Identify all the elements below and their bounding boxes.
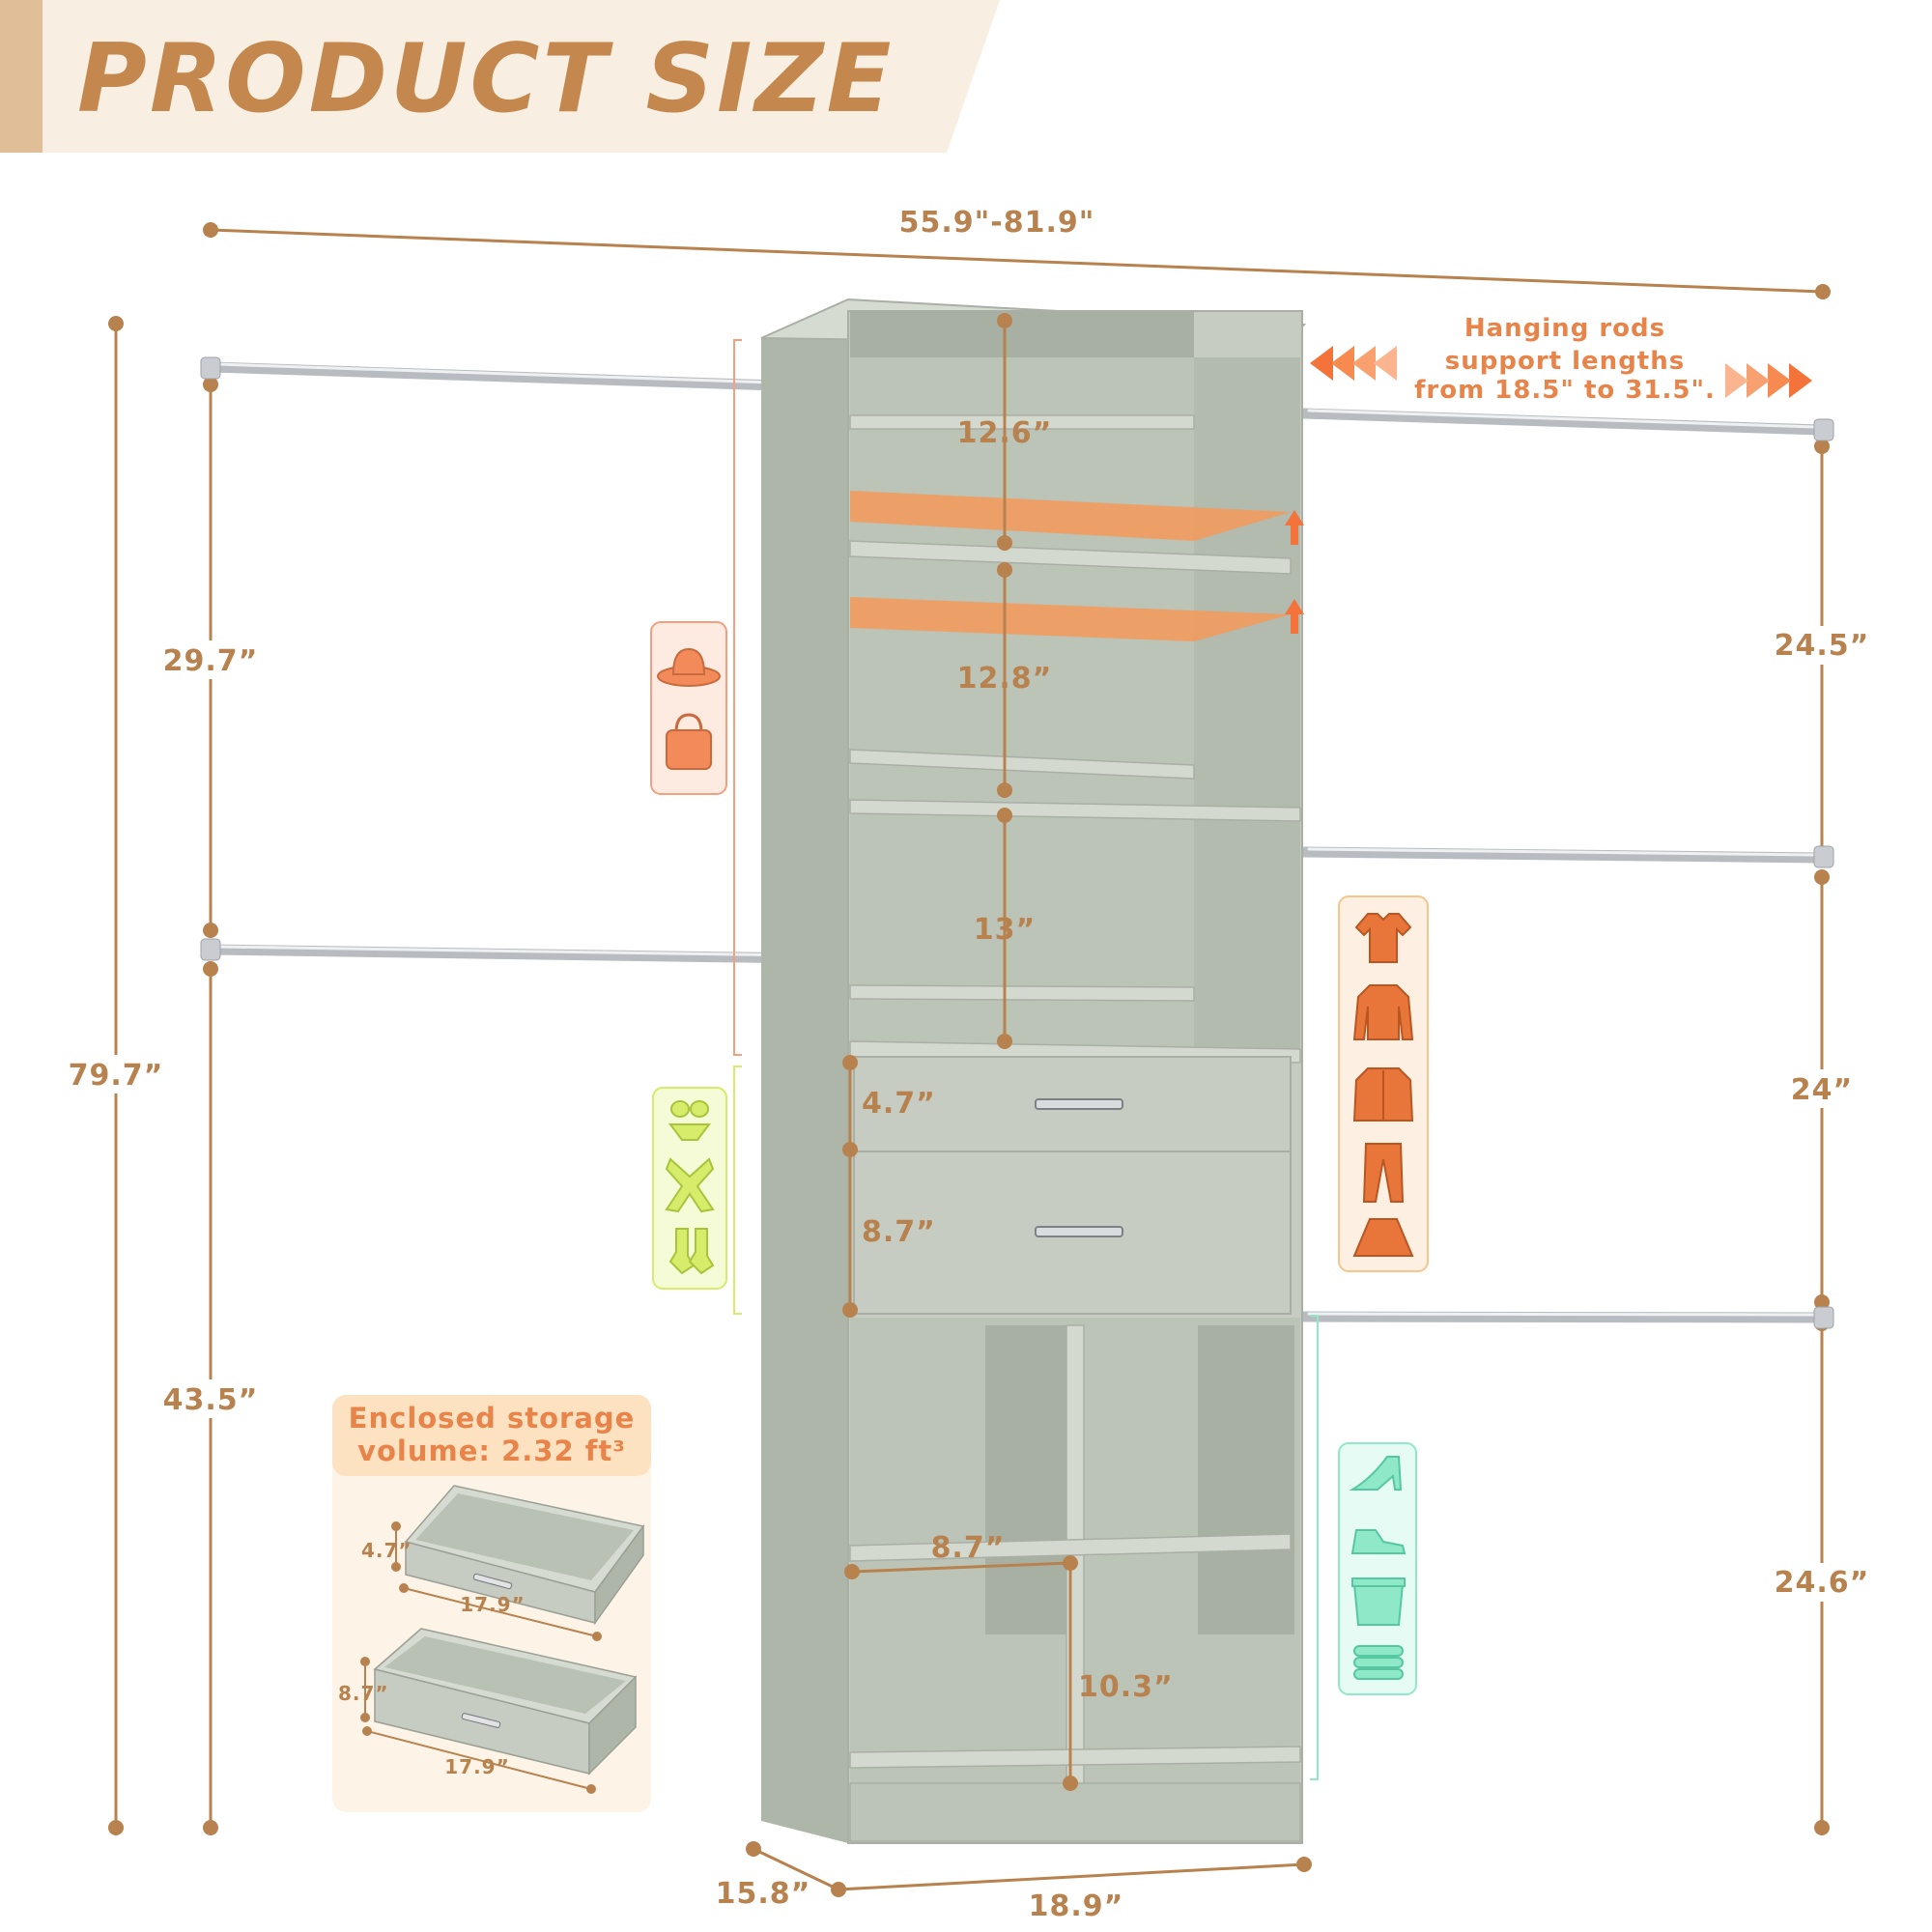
large-drawer-width-label: 17.9” [444,1755,510,1778]
shirt-icon [1352,984,1414,1040]
header-banner: PRODUCT SIZE [0,0,1000,153]
storage-bin-icon [1351,1577,1406,1626]
shelf-3-label: 13” [974,913,1036,947]
skirt-icon [1352,1218,1414,1257]
total-width-dimension: 55.9"-81.9" [203,206,1831,299]
right-lower-rod [1298,1306,1834,1329]
cube-bracket [1310,1315,1319,1780]
socks-icon [668,1228,715,1275]
drawer-items-icon-panel [652,1087,727,1290]
right-top-label: 24.5” [1775,629,1870,663]
page-title: PRODUCT SIZE [77,24,894,134]
tower-side-panel [761,299,848,1843]
shelf-1-label: 12.6” [957,416,1053,450]
hanging-items-icon-panel [1338,895,1429,1272]
cube-height-label: 10.3” [1078,1670,1174,1704]
right-bottom-label: 24.6” [1775,1566,1870,1600]
pants-icon [1362,1143,1405,1203]
drawer-2-label: 8.7” [862,1215,936,1249]
drawer-bracket [733,1065,742,1315]
depth-label: 15.8” [716,1877,811,1911]
left-upper-rod [200,356,816,399]
enclosed-storage-panel: Enclosed storage volume: 2.32 ft³ 4.7” 1… [332,1395,651,1812]
right-middle-label: 24” [1791,1073,1853,1107]
inner-dimensions: 12.6” 12.8” 13” 4.7” 8.7” 8.7” 10.3” [842,313,1174,1791]
right-middle-rod [1298,845,1834,868]
storage-title-line2: volume: 2.32 ft³ [357,1435,626,1467]
total-width-label: 55.9"-81.9" [899,206,1095,240]
drawer-1-label: 4.7” [862,1087,936,1121]
large-drawer-height-label: 8.7” [338,1682,389,1705]
rod-length-note: Hanging rods support lengths from 18.5" … [1310,314,1812,405]
rod-note-line1: Hanging rods [1464,314,1665,343]
large-drawer-diagram: 8.7” 17.9” [338,1628,638,1794]
bottom-dimensions: 15.8” 18.9” [716,1841,1312,1923]
small-drawer-height-label: 4.7” [361,1539,412,1562]
underwear-icon [668,1100,711,1141]
scarf-icon [665,1157,715,1213]
hat-icon [657,647,721,687]
left-rod-spacing-dimension: 29.7” 43.5” [155,377,267,1835]
right-rod-spacing-dimension: 24.5” 24” 24.6” [1764,439,1880,1835]
right-arrow-icon [1725,363,1812,398]
shelf-2-label: 12.8” [957,662,1053,696]
adjustable-shelf-highlight [850,491,1304,641]
shoe-icon [1350,1529,1406,1554]
left-lower-rod [200,938,816,971]
handbag-icon [666,713,712,770]
accessories-icon-panel [650,621,727,795]
total-height-label: 79.7” [69,1059,164,1093]
folded-towels-icon [1353,1645,1404,1680]
width-label: 18.9” [1029,1889,1124,1923]
left-lower-label: 43.5” [163,1383,259,1417]
jacket-icon [1352,1067,1414,1122]
left-upper-label: 29.7” [163,644,259,678]
left-arrow-icon [1310,346,1397,381]
closet-tower [760,298,1307,1844]
total-height-dimension: 79.7” [62,316,170,1835]
small-drawer-width-label: 17.9” [460,1593,526,1616]
tshirt-icon [1354,913,1412,963]
storage-title-line1: Enclosed storage [349,1402,636,1435]
drawer-small-handle [1035,1098,1123,1110]
accessory-bracket [733,339,742,1056]
high-heel-icon [1349,1456,1403,1491]
right-upper-rod [1298,408,1834,441]
rod-note-line3: from 18.5" to 31.5". [1414,376,1716,405]
cube-items-icon-panel [1338,1442,1417,1695]
drawer-large-handle [1035,1226,1123,1237]
cube-width-label: 8.7” [931,1531,1006,1565]
small-drawer-diagram: 4.7” 17.9” [361,1485,645,1641]
rod-note-line2: support lengths [1445,347,1685,376]
